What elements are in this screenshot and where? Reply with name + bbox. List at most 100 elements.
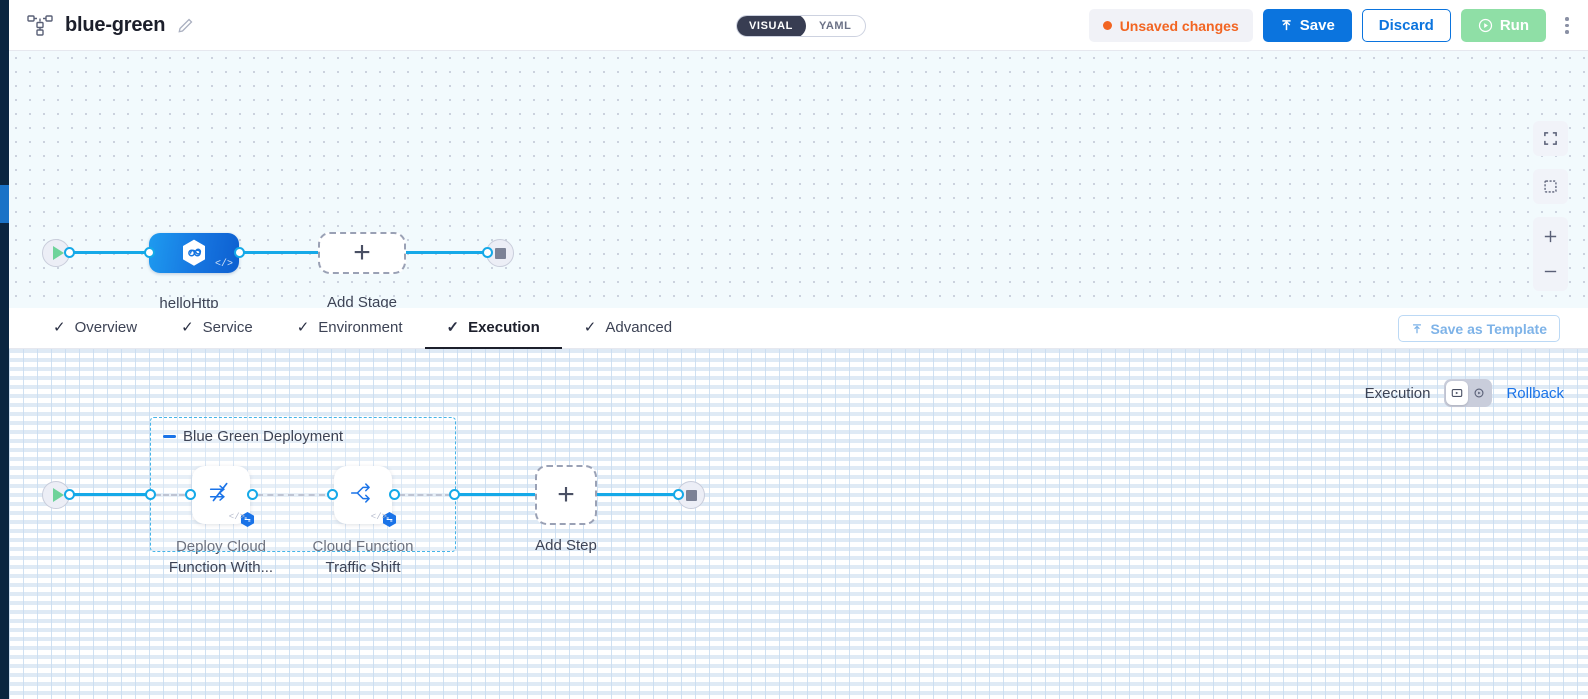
rollback-link[interactable]: Rollback bbox=[1506, 384, 1564, 402]
stage-start-port[interactable] bbox=[64, 247, 75, 258]
traffic-split-icon bbox=[347, 477, 379, 514]
check-icon: ✓ bbox=[446, 319, 460, 336]
execution-view-toggle[interactable] bbox=[1444, 379, 1493, 407]
tab-advanced-label: Advanced bbox=[605, 318, 673, 336]
zoom-out-icon[interactable] bbox=[1533, 254, 1568, 289]
stage-end-node[interactable] bbox=[486, 239, 514, 267]
tab-advanced[interactable]: ✓ Advanced bbox=[562, 308, 694, 349]
save-button-label: Save bbox=[1299, 17, 1335, 34]
step-link-c bbox=[399, 494, 451, 496]
step-node-traffic-shift[interactable]: </> bbox=[334, 466, 397, 528]
save-as-template-label: Save as Template bbox=[1430, 320, 1547, 337]
stage-canvas[interactable]: </> helloHttp + Add Stage bbox=[9, 51, 1588, 308]
play-icon bbox=[52, 488, 64, 502]
unsaved-changes-badge: Unsaved changes bbox=[1088, 9, 1253, 42]
execution-end-port[interactable] bbox=[673, 489, 684, 500]
config-tab-bar: ✓ Overview ✓ Service ✓ Environment ✓ Exe… bbox=[9, 308, 1588, 349]
add-stage-label: Add Stage bbox=[326, 294, 398, 308]
step2-input-port[interactable] bbox=[327, 489, 338, 500]
save-as-template-button[interactable]: Save as Template bbox=[1397, 315, 1560, 342]
play-circle-icon bbox=[1478, 18, 1492, 33]
play-icon bbox=[52, 246, 64, 260]
page-title: blue-green bbox=[65, 13, 166, 36]
left-nav-rail bbox=[0, 0, 9, 699]
stage-node-input-port[interactable] bbox=[144, 247, 155, 258]
group-input-port[interactable] bbox=[145, 489, 156, 500]
check-icon: ✓ bbox=[583, 319, 597, 336]
view-toggle-visual[interactable]: VISUAL bbox=[736, 16, 806, 36]
step-group-label: Blue Green Deployment bbox=[183, 428, 344, 445]
stop-icon bbox=[685, 489, 697, 501]
plus-icon: + bbox=[557, 478, 575, 511]
kebab-menu-icon[interactable] bbox=[1556, 11, 1578, 41]
upload-icon bbox=[1282, 20, 1291, 31]
step-node-deploy-label: Deploy Cloud Function With... bbox=[161, 536, 281, 578]
execution-start-port[interactable] bbox=[64, 489, 75, 500]
view-mode-toggle[interactable]: VISUAL YAML bbox=[736, 15, 866, 37]
execution-link-2 bbox=[455, 493, 537, 496]
view-toggle-yaml[interactable]: YAML bbox=[818, 20, 852, 32]
step-group-blue-green[interactable]: Blue Green Deployment bbox=[150, 417, 456, 552]
tab-overview[interactable]: ✓ Overview bbox=[31, 308, 159, 349]
step-node-traffic-shift-label: Cloud Function Traffic Shift bbox=[303, 536, 423, 578]
fit-to-screen-icon[interactable] bbox=[1533, 169, 1568, 204]
step1-input-port[interactable] bbox=[185, 489, 196, 500]
discard-button-label: Discard bbox=[1378, 17, 1434, 34]
execution-view-icon[interactable] bbox=[1446, 381, 1469, 405]
execution-link-3 bbox=[597, 493, 675, 496]
check-icon: ✓ bbox=[53, 319, 66, 336]
hexagon-badge bbox=[381, 511, 398, 528]
header-bar: blue-green VISUAL YAML Unsaved changes S… bbox=[9, 0, 1588, 51]
template-upload-icon bbox=[1412, 323, 1421, 333]
code-badge-icon: </> bbox=[214, 259, 233, 270]
step2-output-port[interactable] bbox=[389, 489, 400, 500]
pencil-icon[interactable] bbox=[177, 17, 194, 34]
step2-label-text: Cloud Function Traffic Shift bbox=[312, 538, 414, 576]
step1-label-text: Deploy Cloud Function With... bbox=[168, 538, 274, 576]
step-group-title: Blue Green Deployment bbox=[163, 428, 343, 445]
save-button[interactable]: Save bbox=[1262, 9, 1352, 42]
stage-link-1 bbox=[69, 251, 153, 254]
rollback-view-icon[interactable] bbox=[1468, 381, 1490, 405]
code-badge-icon: </> bbox=[370, 512, 387, 522]
canvas-controls bbox=[1533, 121, 1568, 291]
check-icon: ✓ bbox=[296, 319, 310, 336]
unsaved-changes-label: Unsaved changes bbox=[1119, 17, 1239, 34]
stage-node-output-port[interactable] bbox=[234, 247, 245, 258]
code-badge-icon: </> bbox=[228, 512, 245, 522]
group-output-port[interactable] bbox=[449, 489, 460, 500]
tab-list: ✓ Overview ✓ Service ✓ Environment ✓ Exe… bbox=[9, 308, 694, 349]
run-button-label: Run bbox=[1499, 17, 1529, 34]
tab-execution[interactable]: ✓ Execution bbox=[424, 308, 562, 349]
execution-controls-row: Execution Rollback bbox=[1365, 379, 1564, 407]
stage-end-port[interactable] bbox=[482, 247, 493, 258]
stage-node-label: helloHttp bbox=[159, 295, 219, 308]
plus-icon: + bbox=[353, 236, 371, 269]
execution-link-1 bbox=[69, 493, 149, 496]
tab-service-label: Service bbox=[202, 318, 253, 336]
run-button[interactable]: Run bbox=[1460, 9, 1546, 42]
pipeline-icon bbox=[27, 14, 53, 36]
canvas-grid bbox=[9, 349, 1588, 699]
tab-environment[interactable]: ✓ Environment bbox=[275, 308, 425, 349]
stage-link-2 bbox=[240, 251, 320, 254]
stage-node-hellohttp[interactable]: </> bbox=[149, 233, 239, 273]
fullscreen-icon[interactable] bbox=[1533, 121, 1568, 156]
tab-service[interactable]: ✓ Service bbox=[159, 308, 275, 349]
add-step-label: Add Step bbox=[535, 537, 597, 554]
check-icon: ✓ bbox=[181, 319, 194, 336]
add-step-button[interactable]: + bbox=[535, 465, 597, 525]
step1-output-port[interactable] bbox=[247, 489, 258, 500]
tab-execution-label: Execution bbox=[468, 318, 540, 336]
zoom-in-icon[interactable] bbox=[1533, 219, 1568, 254]
discard-button[interactable]: Discard bbox=[1361, 9, 1451, 42]
add-stage-button[interactable]: + bbox=[318, 232, 406, 274]
unsaved-dot-icon bbox=[1102, 21, 1112, 30]
step-link-b bbox=[257, 494, 325, 496]
step-node-deploy-cloud-function[interactable]: </> bbox=[192, 466, 255, 528]
hexagon-link-icon bbox=[177, 236, 211, 270]
collapse-dash-icon[interactable] bbox=[163, 435, 176, 438]
execution-canvas[interactable]: Execution Rollback bbox=[9, 349, 1588, 699]
hexagon-badge bbox=[239, 511, 256, 528]
